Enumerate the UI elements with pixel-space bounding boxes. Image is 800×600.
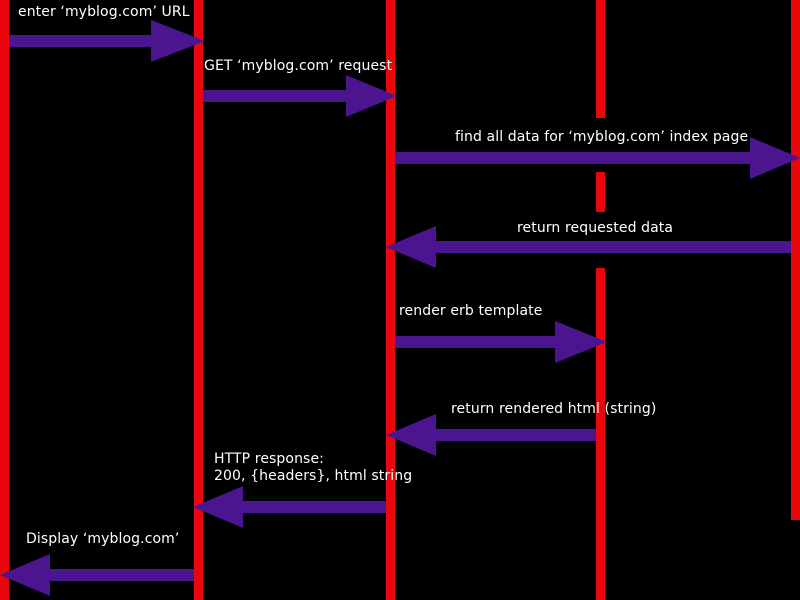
lifeline-3-segment-1 [386,0,395,600]
message-arrow-5 [395,321,607,363]
arrow-shaft [436,429,596,441]
message-label-line: enter ‘myblog.com’ URL [18,4,190,20]
message-label-line: Display ‘myblog.com’ [26,531,180,547]
arrow-head [151,20,205,62]
arrow-head [346,75,397,117]
arrow-head [0,554,50,596]
message-label-line: find all data for ‘myblog.com’ index pag… [455,129,749,145]
message-arrow-4 [386,226,791,268]
lifeline-1-segment-1 [0,0,9,600]
message-arrow-1 [9,20,205,62]
arrow-shaft [203,90,346,102]
arrow-shaft [243,501,386,513]
arrow-shaft [9,35,151,47]
arrow-head [193,486,243,528]
arrow-head [555,321,607,363]
message-arrow-8 [0,554,194,596]
message-arrow-2 [203,75,397,117]
message-label-3: find all data for ‘myblog.com’ index pag… [455,129,748,146]
message-label-line: return rendered html (string) [451,401,657,417]
message-label-line: render erb template [399,303,543,319]
message-label-line: HTTP response: [214,451,324,467]
message-label-2: GET ‘myblog.com’ request [204,58,392,75]
message-label-1: enter ‘myblog.com’ URL [18,4,190,21]
message-label-line: GET ‘myblog.com’ request [204,58,393,74]
arrow-head [750,137,800,179]
message-label-4: return requested data [517,220,673,237]
message-label-6: return rendered html (string) [451,401,656,418]
arrow-shaft [395,336,555,348]
message-label-line: 200, {headers}, html string [214,468,413,484]
message-arrow-3 [395,137,800,179]
arrow-head [386,226,436,268]
arrow-shaft [50,569,194,581]
lifeline-4-segment-1 [596,0,605,118]
arrow-shaft [436,241,791,253]
lifeline-2-segment-1 [194,0,203,600]
arrow-shaft [395,152,750,164]
lifeline-4-segment-2 [596,172,605,212]
lifeline-5-segment-1 [791,0,800,520]
message-label-line: return requested data [517,220,674,236]
message-arrow-6 [386,414,596,456]
message-label-7: HTTP response:200, {headers}, html strin… [214,451,412,485]
message-label-8: Display ‘myblog.com’ [26,531,179,548]
message-arrow-7 [193,486,386,528]
lifeline-4-segment-3 [596,268,605,600]
arrow-head [386,414,436,456]
message-label-5: render erb template [399,303,542,320]
